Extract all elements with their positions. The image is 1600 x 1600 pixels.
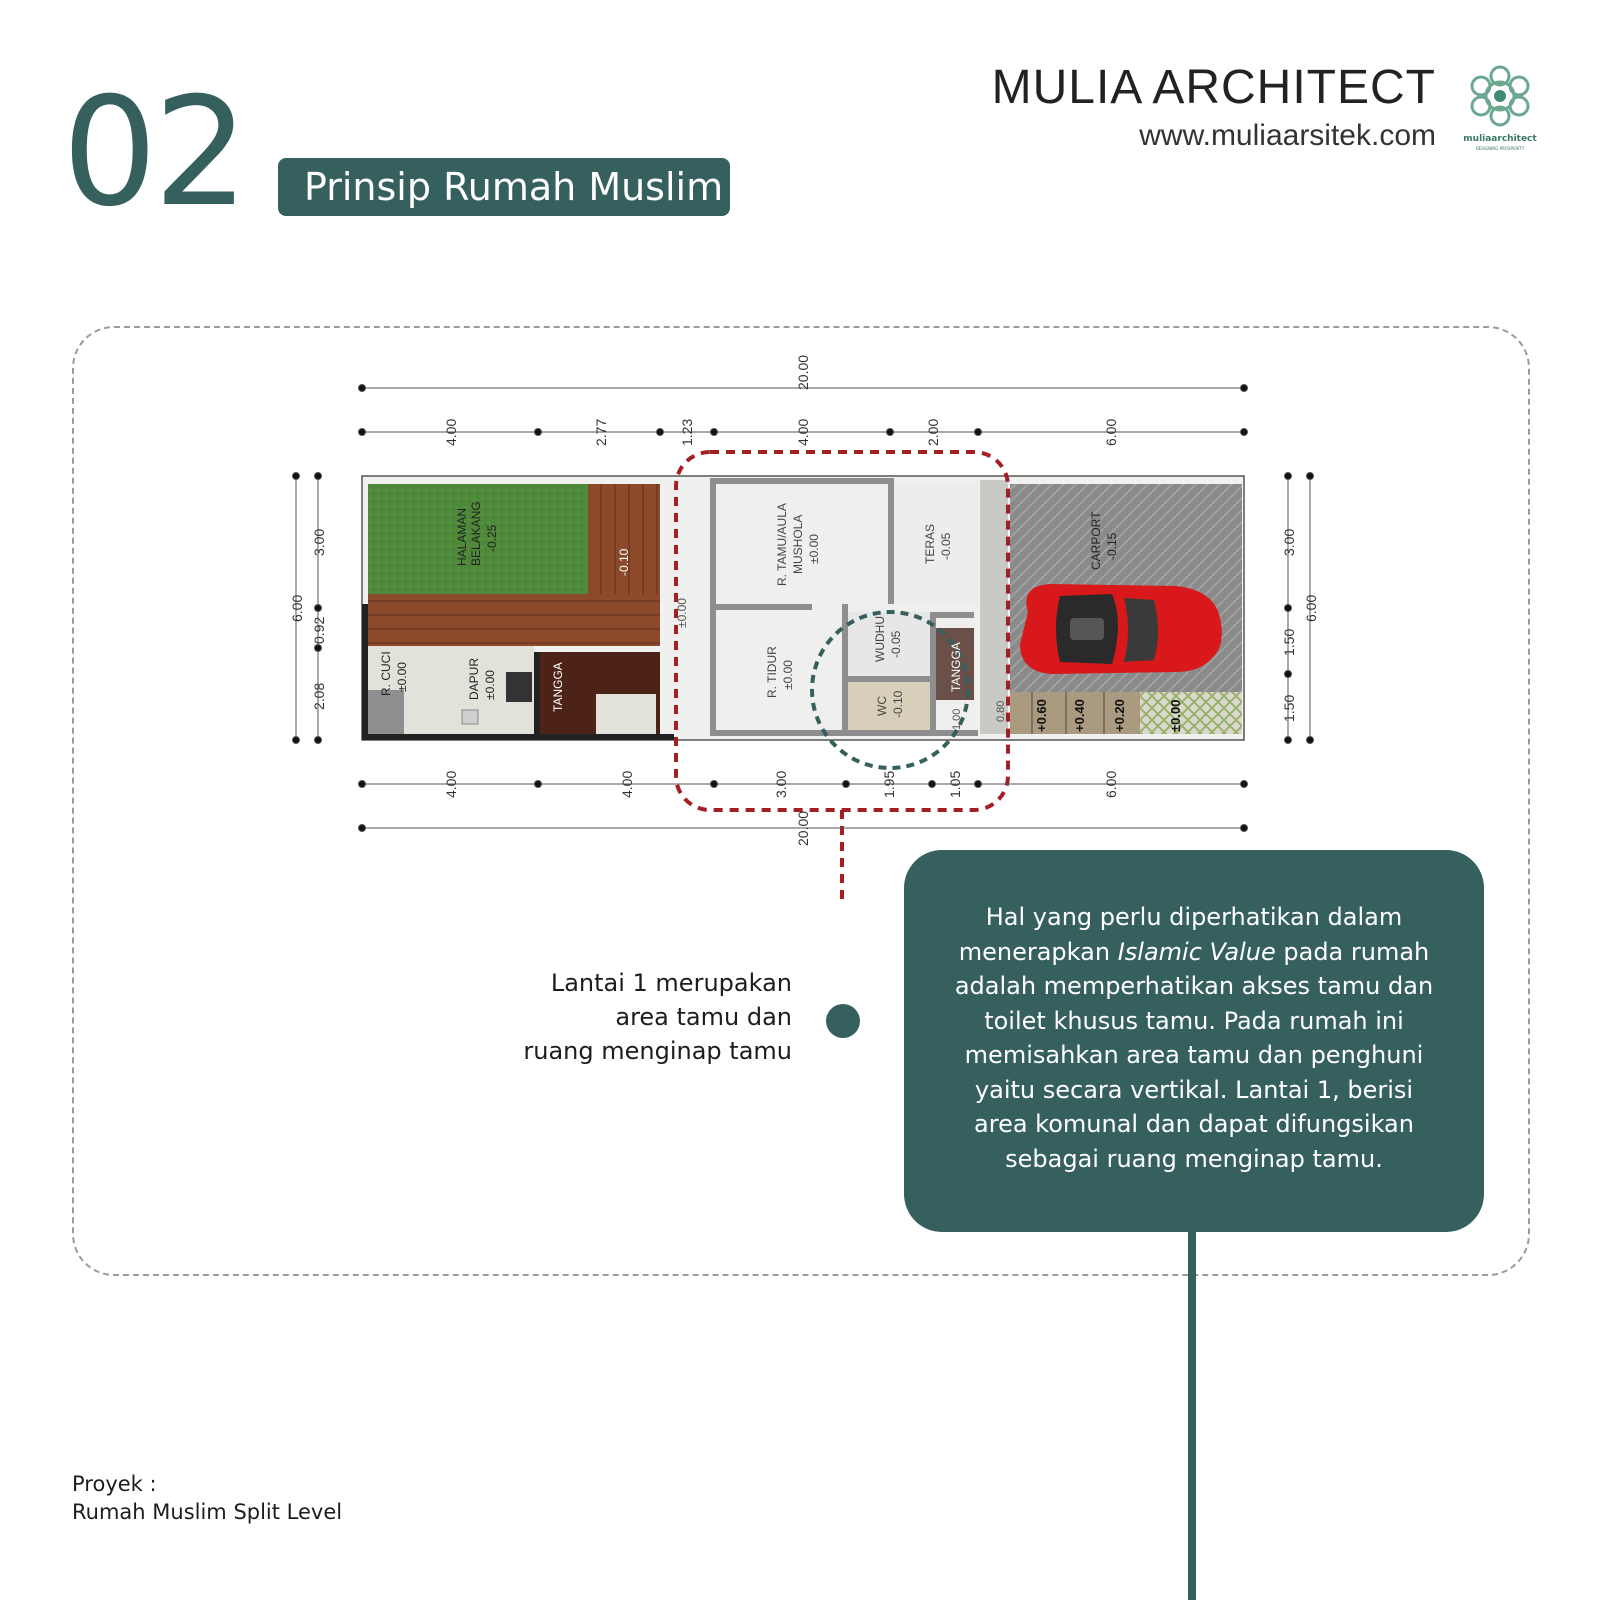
connector-dot	[826, 1004, 860, 1038]
stair-landing	[596, 694, 656, 734]
dim-top-5: 2.00	[925, 419, 941, 446]
label-belakang: BELAKANG	[469, 501, 483, 566]
dim-top-6: 6.00	[1103, 419, 1119, 446]
label-dapur: DAPUR	[467, 658, 481, 700]
terrace-floor	[894, 484, 978, 604]
logo-text: muliaarchitect	[1463, 134, 1537, 144]
dim-bottom-5: 1.05	[947, 771, 963, 798]
brand-block: MULIA ARCHITECT www.muliaarsitek.com	[991, 61, 1436, 153]
project-name: Rumah Muslim Split Level	[72, 1500, 343, 1524]
floor-plan: 20.00 4.00 2.77 1.23 4.00 2.00 6.00 4.00…	[289, 355, 1319, 900]
label-wc: WC	[875, 696, 889, 716]
dim-right-total: 6.00	[1303, 595, 1319, 622]
section-number: 02	[62, 66, 249, 240]
dim-top-3: 1.23	[679, 419, 695, 446]
label-cuci-level: ±0.00	[395, 662, 409, 692]
dim-bottom-2: 4.00	[619, 771, 635, 798]
room-labels: HALAMAN BELAKANG -0.25 -0.10 R. CUCI ±0.…	[379, 501, 1183, 732]
project-info: Proyek : Rumah Muslim Split Level	[72, 1470, 342, 1526]
wc-focus-circle	[810, 610, 970, 770]
dim-bottom-total: 20.00	[795, 811, 811, 846]
wall-west	[362, 604, 368, 740]
dim-right-1: 3.00	[1281, 529, 1297, 556]
label-step-000: ±0.00	[1168, 700, 1183, 732]
label-wudhu-level: -0.05	[889, 630, 903, 658]
sink	[461, 709, 479, 725]
info-text-1: Hal yang perlu diperhatikan dalam menera…	[958, 903, 1403, 966]
dim-top-total: 20.00	[795, 355, 811, 390]
dim-bottom-3: 3.00	[773, 771, 789, 798]
project-label: Proyek :	[72, 1472, 157, 1496]
dim-right-2: 1.50	[1281, 629, 1297, 656]
label-teras-level: -0.05	[939, 532, 953, 560]
label-tidur: R. TIDUR	[765, 646, 779, 698]
washing-area	[368, 690, 404, 734]
backyard-grass	[368, 484, 588, 594]
wudhu-floor	[848, 612, 930, 676]
dim-top-2: 2.77	[593, 419, 609, 446]
dimension-labels: 20.00 4.00 2.77 1.23 4.00 2.00 6.00 4.00…	[289, 355, 1319, 846]
info-text-italic: Islamic Value	[1117, 937, 1276, 966]
label-corridor-level: ±0.00	[675, 598, 689, 628]
stove	[506, 672, 532, 702]
label-tangga-1: TANGGA	[551, 662, 565, 712]
stair-2	[936, 628, 974, 700]
wall-south-rear	[362, 734, 674, 740]
dim-left-total: 6.00	[289, 595, 305, 622]
label-deck-level: -0.10	[617, 548, 631, 576]
content-frame	[72, 326, 1530, 1276]
section-title: Prinsip Rumah Muslim	[278, 158, 730, 216]
dimension-lines	[292, 384, 1314, 832]
label-step-020: +0.20	[1112, 699, 1127, 732]
dim-top-4: 4.00	[795, 419, 811, 446]
label-tamu-level: ±0.00	[807, 534, 821, 564]
garden-strip	[1140, 692, 1242, 734]
dim-right-3: 1.50	[1281, 695, 1297, 722]
floor-note-line-1: Lantai 1 merupakan	[550, 969, 792, 997]
info-box-stem	[1188, 1230, 1196, 1600]
label-carport: CARPORT	[1089, 511, 1103, 570]
label-step-100: 1.00	[951, 709, 963, 730]
info-box: Hal yang perlu diperhatikan dalam menera…	[904, 850, 1484, 1232]
deck-strip	[368, 594, 660, 646]
label-mushola: MUSHOLA	[791, 515, 805, 574]
dim-left-3: 2.08	[311, 683, 327, 710]
label-tidur-level: ±0.00	[781, 660, 795, 690]
label-tangga-2: TANGGA	[949, 642, 963, 692]
label-halaman: HALAMAN	[455, 508, 469, 566]
dim-left-2: 0.92	[311, 617, 327, 644]
dim-left-1: 3.00	[311, 529, 327, 556]
label-wc-level: -0.10	[891, 690, 905, 718]
wc-floor	[848, 682, 930, 730]
label-step-060: +0.60	[1034, 699, 1049, 732]
label-step-040: +0.40	[1072, 699, 1087, 732]
floor-note: Lantai 1 merupakan area tamu dan ruang m…	[523, 966, 792, 1068]
brand-logo: muliaarchitect DESIGNING PROSPERITY	[1454, 62, 1546, 158]
label-cuci: R. CUCI	[379, 651, 393, 696]
dim-bottom-1: 4.00	[443, 771, 459, 798]
label-teras: TERAS	[923, 524, 937, 564]
dim-bottom-4: 1.95	[881, 771, 897, 798]
label-step-080: 0.80	[995, 701, 1007, 722]
ramp-steps	[1031, 692, 1105, 734]
wall-kitchen-stair	[534, 652, 540, 740]
brand-url[interactable]: www.muliaarsitek.com	[1139, 118, 1436, 152]
floor-note-line-3: ruang menginap tamu	[523, 1037, 792, 1065]
interior-walls	[710, 478, 978, 736]
label-wudhu: WUDHU	[873, 616, 887, 662]
info-text-2: pada rumah adalah memperhatikan akses ta…	[954, 937, 1434, 1173]
logo-tagline: DESIGNING PROSPERITY	[1475, 146, 1525, 151]
label-halaman-level: -0.25	[485, 524, 499, 552]
label-tamu: R. TAMU/AULA	[775, 503, 789, 586]
logo-ornament-icon	[1470, 65, 1530, 127]
car-icon	[1020, 584, 1222, 674]
brand-name: MULIA ARCHITECT	[991, 61, 1436, 114]
dim-top-1: 4.00	[443, 419, 459, 446]
dim-bottom-6: 6.00	[1103, 771, 1119, 798]
terrace-step	[980, 480, 1008, 734]
label-carport-level: -0.15	[1105, 532, 1119, 560]
label-dapur-level: ±0.00	[483, 670, 497, 700]
floor-note-line-2: area tamu dan	[615, 1003, 792, 1031]
